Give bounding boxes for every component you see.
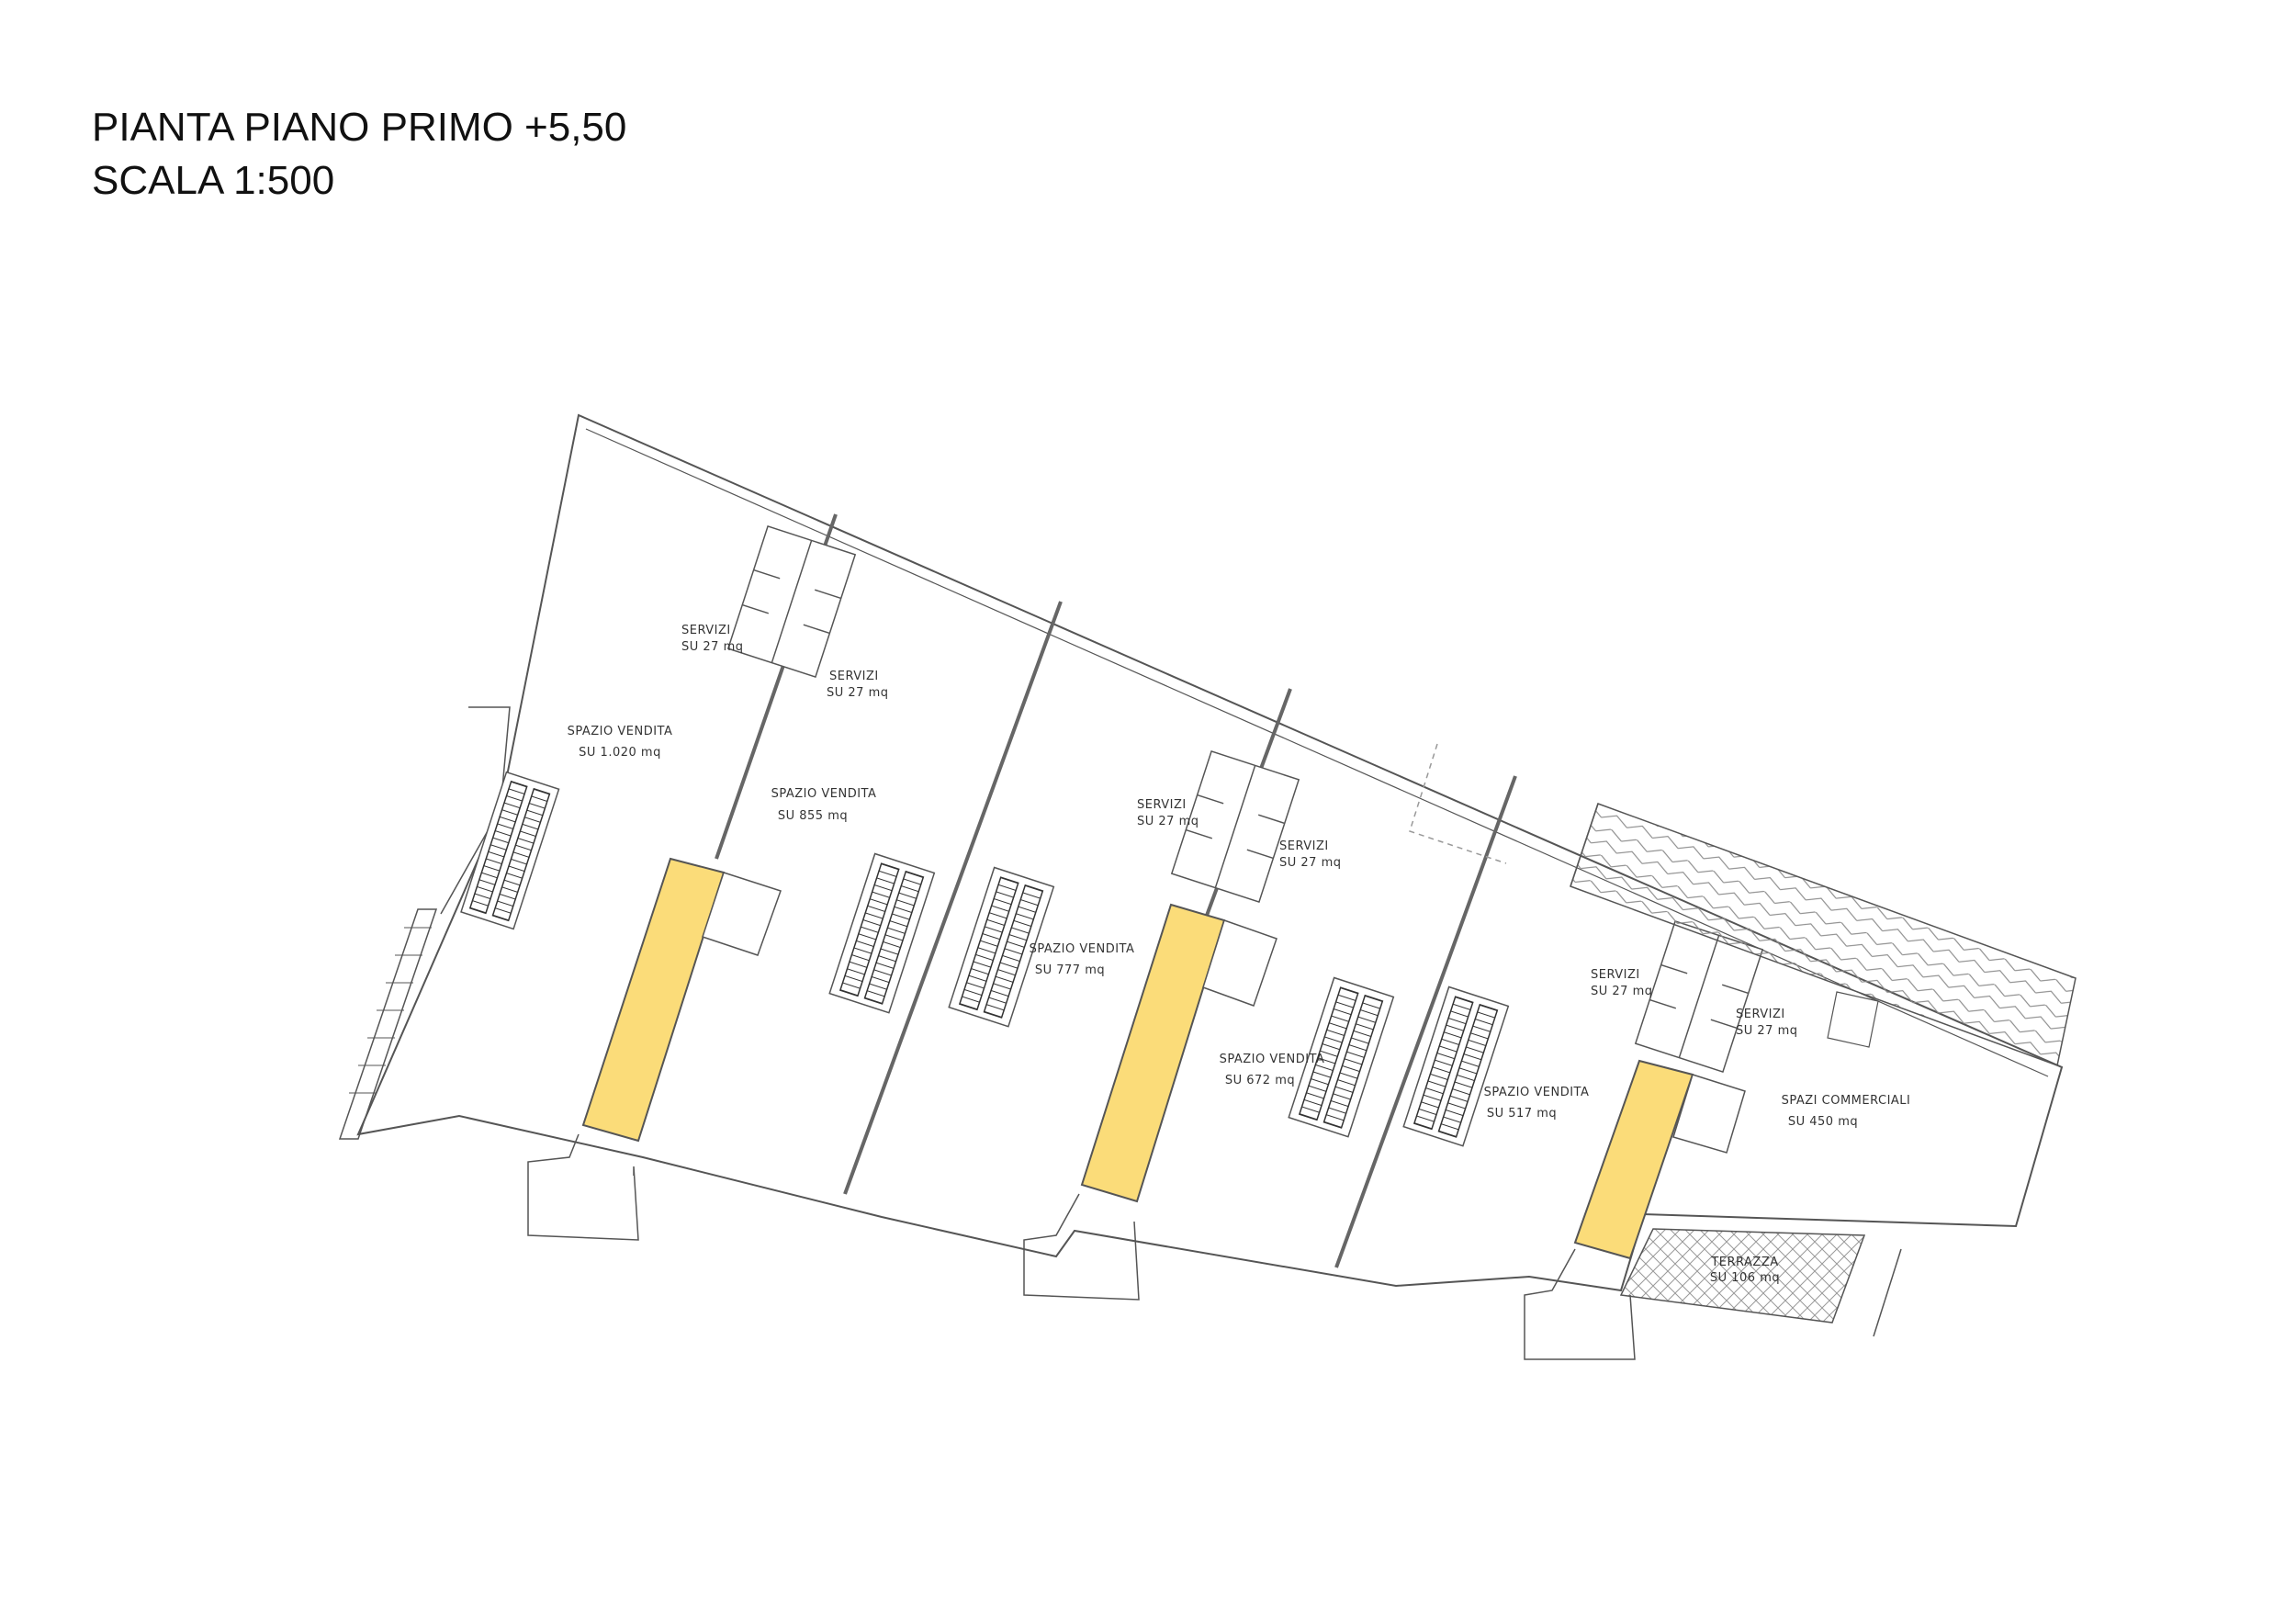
spazio-vendita-1-name: SPAZIO VENDITA (568, 725, 673, 738)
spazio-vendita-2-name: SPAZIO VENDITA (771, 787, 877, 801)
spazi-commerciali-name: SPAZI COMMERCIALI (1782, 1094, 1911, 1108)
entrances (527, 1133, 1636, 1360)
servizi-1a-area: SU 27 mq (681, 640, 744, 654)
servizi-3b-name: SERVIZI (1736, 1008, 1785, 1021)
servizi-labels: SERVIZI SU 27 mq SERVIZI SU 27 mq SERVIZ… (681, 624, 1798, 1038)
terrazza-name: TERRAZZA (1710, 1256, 1778, 1269)
spazi-commerciali-area: SU 450 mq (1788, 1115, 1858, 1129)
spazio-vendita-3-name: SPAZIO VENDITA (1030, 942, 1135, 956)
room-labels: SPAZIO VENDITA SU 1.020 mq SPAZIO VENDIT… (568, 725, 1911, 1285)
parking-ramp (1570, 803, 2077, 1067)
servizi-2b-name: SERVIZI (1279, 839, 1329, 853)
terrace (1619, 1228, 1902, 1337)
drawing-scale: SCALA 1:500 (92, 158, 335, 203)
spazio-vendita-1-area: SU 1.020 mq (579, 746, 661, 760)
servizi-3a-name: SERVIZI (1591, 968, 1640, 982)
drawing-title: PIANTA PIANO PRIMO +5,50 (92, 105, 627, 150)
servizi-2b-area: SU 27 mq (1279, 856, 1342, 870)
terrazza-area: SU 106 mq (1710, 1271, 1780, 1285)
left-stair (338, 706, 511, 1140)
spazio-vendita-5-name: SPAZIO VENDITA (1484, 1086, 1590, 1099)
servizi-2a-area: SU 27 mq (1137, 815, 1199, 828)
servizi-1a-name: SERVIZI (681, 624, 731, 637)
servizi-1b-name: SERVIZI (829, 670, 879, 683)
servizi-1b-area: SU 27 mq (827, 686, 889, 700)
title-block: PIANTA PIANO PRIMO +5,50 SCALA 1:500 (92, 101, 626, 208)
spazio-vendita-3-area: SU 777 mq (1035, 963, 1105, 977)
atrium-side-stairs (702, 872, 1746, 1154)
toilet-blocks (726, 525, 1764, 1073)
spazio-vendita-5-area: SU 517 mq (1487, 1107, 1557, 1121)
spazio-vendita-2-area: SU 855 mq (778, 809, 848, 823)
dashed-area (1409, 743, 1507, 864)
spazio-vendita-4-area: SU 672 mq (1225, 1074, 1295, 1087)
servizi-2a-name: SERVIZI (1137, 798, 1187, 812)
atriums (581, 857, 1694, 1260)
spazio-vendita-4-name: SPAZIO VENDITA (1220, 1053, 1325, 1066)
servizi-3b-area: SU 27 mq (1736, 1024, 1798, 1038)
escalators (460, 771, 1510, 1147)
servizi-3a-area: SU 27 mq (1591, 985, 1653, 998)
